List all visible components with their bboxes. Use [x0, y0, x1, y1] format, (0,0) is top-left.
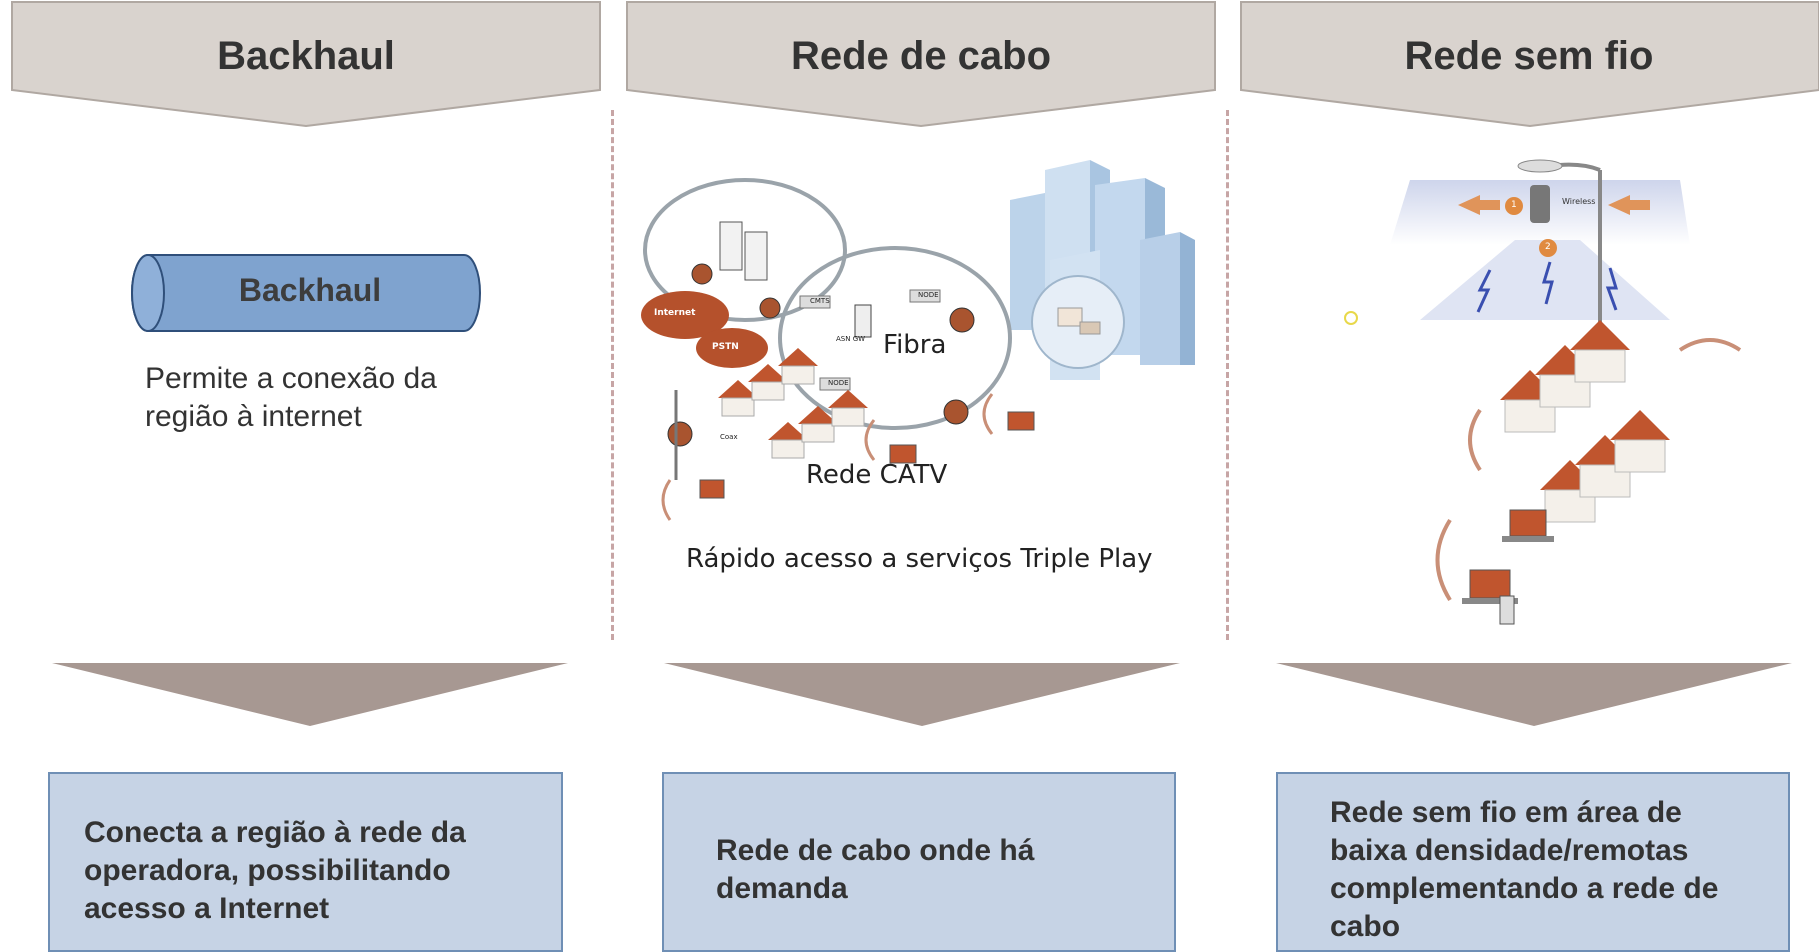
summary-text: Rede de cabo onde há demanda: [716, 834, 1035, 905]
summary-text: Conecta a região à rede da operadora, po…: [84, 816, 466, 925]
summary-box-rede-de-cabo: Rede de cabo onde há demanda: [662, 772, 1176, 952]
column-divider: [611, 110, 614, 640]
cylinder-label: Backhaul: [238, 272, 382, 308]
header-banner-shape: [11, 1, 601, 128]
cable-network-drawing: [641, 160, 1195, 521]
internet-cloud-icon: [641, 291, 729, 339]
arrow-left-icon: [1458, 195, 1500, 215]
pstn-label: PSTN: [712, 342, 739, 352]
header-title: Backhaul: [217, 34, 395, 78]
backhaul-cylinder: [131, 254, 481, 332]
summary-text: Rede sem fio em área de baixa densidade/…: [1330, 796, 1719, 943]
step-2-label: 2: [1545, 242, 1551, 252]
wireless-device-icon: [1530, 185, 1550, 223]
phone-icon: [1499, 595, 1515, 625]
server-icon: [719, 221, 872, 338]
header-banner-shape: [1240, 1, 1819, 128]
chevron-down-icon: [52, 663, 568, 726]
step-1-label: 1: [1511, 200, 1517, 210]
triple-play-caption: Rápido acesso a serviços Triple Play: [686, 544, 1153, 574]
coax-label: Coax: [720, 433, 738, 441]
houses-icon: [1500, 320, 1670, 523]
wireless-illustration: Wireless 1 2: [1350, 150, 1770, 640]
cable-network-illustration: Internet PSTN CMTS ASN GW NODE NODE Coax…: [640, 150, 1200, 640]
header-backhaul: Backhaul: [10, 0, 602, 130]
backhaul-description: Permite a conexão da região à internet: [145, 362, 437, 433]
summary-box-rede-sem-fio: Rede sem fio em área de baixa densidade/…: [1276, 772, 1790, 952]
internet-label: Internet: [654, 308, 696, 318]
column-divider: [1226, 110, 1229, 640]
chevron-down-icon: [1276, 663, 1792, 726]
fibra-label: Fibra: [883, 330, 947, 360]
header-rede-sem-fio: Rede sem fio: [1239, 0, 1819, 130]
header-banner-shape: [626, 1, 1216, 128]
wireless-label: Wireless: [1562, 197, 1596, 206]
pstn-cloud-icon: [696, 328, 768, 368]
header-title: Rede de cabo: [790, 34, 1052, 78]
asn-gw-label: ASN GW: [836, 335, 866, 343]
summary-box-backhaul: Conecta a região à rede da operadora, po…: [48, 772, 563, 952]
laptop-icon: [1469, 569, 1511, 599]
signal-icon: [1476, 269, 1492, 313]
node-label: NODE: [918, 291, 939, 299]
chevron-down-icon: [664, 663, 1180, 726]
houses-icon: [718, 348, 868, 459]
rede-catv-label: Rede CATV: [806, 460, 948, 490]
header-rede-de-cabo: Rede de cabo: [625, 0, 1217, 130]
arrow-right-icon: [1608, 195, 1650, 215]
header-title: Rede sem fio: [1404, 34, 1654, 78]
node-label-2: NODE: [828, 379, 849, 387]
marker-circle-icon: [1344, 311, 1358, 325]
cmts-label: CMTS: [810, 297, 830, 305]
wireless-drawing: [1390, 159, 1742, 625]
